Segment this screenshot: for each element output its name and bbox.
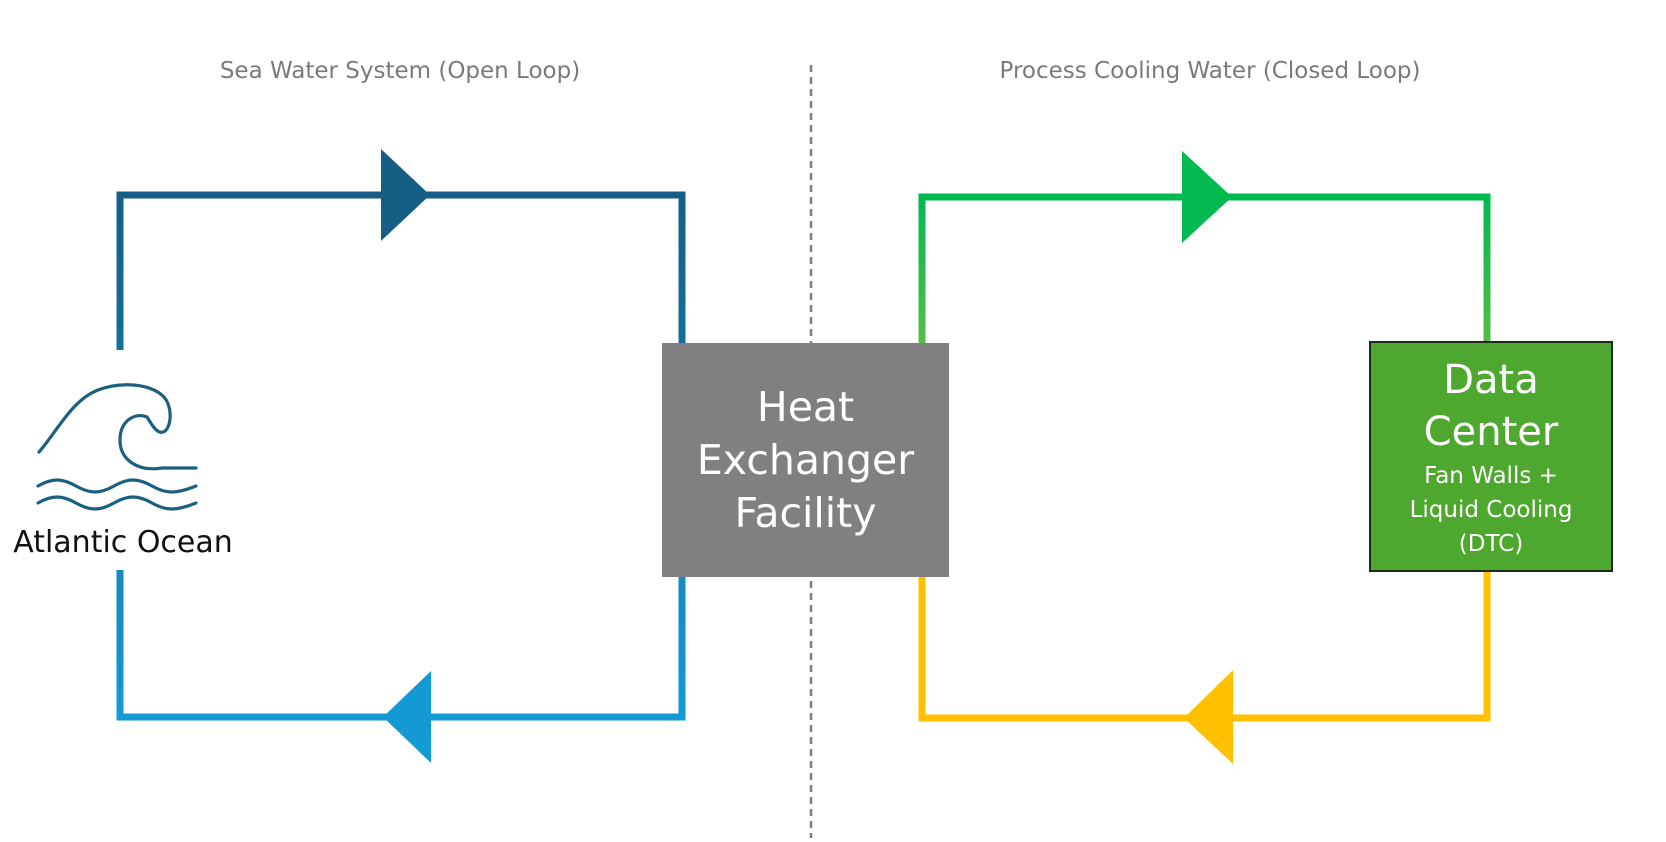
heat-exchanger-box: Heat Exchanger Facility bbox=[662, 343, 949, 577]
data-center-title-line: Data bbox=[1443, 356, 1539, 403]
process-cooling-water-title: Process Cooling Water (Closed Loop) bbox=[999, 58, 1421, 84]
pcw-return-arrow bbox=[1184, 670, 1233, 764]
heat-exchanger-line: Exchanger bbox=[696, 435, 915, 484]
wave-icon bbox=[36, 383, 198, 511]
data-center-detail-line: Fan Walls + bbox=[1424, 462, 1558, 489]
sea-supply-arrow bbox=[381, 149, 430, 241]
sea-water-system-title: Sea Water System (Open Loop) bbox=[219, 58, 581, 84]
data-center-detail-line: Liquid Cooling bbox=[1409, 496, 1573, 523]
sea-water-loop-supply bbox=[116, 191, 686, 456]
sea-return-arrow bbox=[383, 671, 431, 763]
heat-exchanger-line: Heat bbox=[756, 382, 855, 431]
atlantic-ocean-label: Atlantic Ocean bbox=[13, 525, 233, 560]
pcw-supply-arrow bbox=[1182, 151, 1232, 243]
sea-water-loop-return bbox=[116, 456, 686, 721]
data-center-box: Data Center Fan Walls + Liquid Cooling (… bbox=[1369, 341, 1613, 572]
data-center-title-line: Center bbox=[1423, 408, 1559, 455]
heat-exchanger-line: Facility bbox=[734, 488, 877, 537]
data-center-detail-line: (DTC) bbox=[1458, 530, 1524, 557]
